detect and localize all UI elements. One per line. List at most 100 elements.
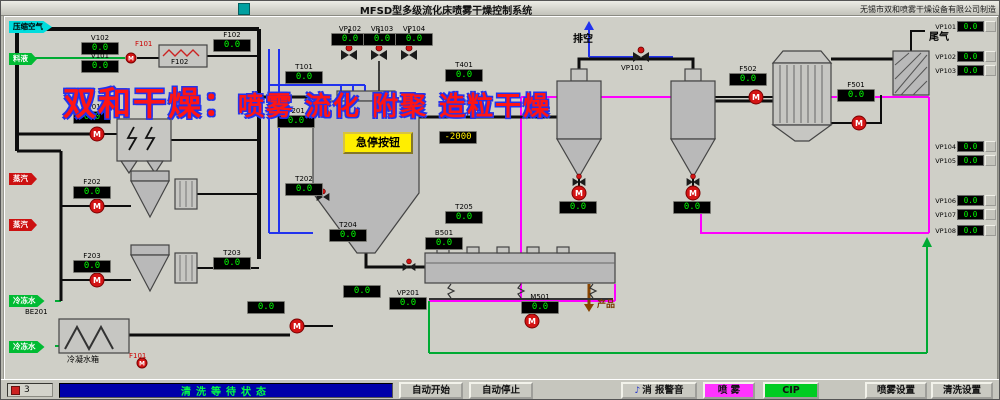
right-gauge-label: VP107 — [935, 210, 956, 219]
right-gauge-button[interactable] — [985, 155, 996, 166]
motor-fan-icon: M — [571, 185, 587, 201]
gauge-value: 0.0 — [673, 201, 711, 214]
gauge-label: VP201 — [396, 289, 420, 297]
svg-text:M: M — [752, 93, 760, 102]
gauge-label: F502 — [739, 65, 757, 73]
svg-text:M: M — [139, 361, 145, 368]
equipment-label: F102 — [171, 58, 189, 66]
motor-fan-icon: M — [851, 115, 867, 131]
svg-text:M: M — [855, 119, 863, 128]
auto-stop-button[interactable]: 自动停止 — [469, 382, 533, 399]
motor-fan-icon: M — [748, 89, 764, 105]
right-gauge-label: VP101 — [935, 22, 956, 31]
motor-fan-icon: M — [89, 198, 105, 214]
valve-icon[interactable] — [401, 44, 417, 60]
gauge-label: T401 — [455, 61, 473, 69]
equipment-label: 冷凝水箱 — [67, 355, 99, 364]
svg-text:M: M — [128, 56, 134, 63]
valve-icon[interactable] — [371, 44, 387, 60]
svg-text:M: M — [93, 276, 101, 285]
right-gauge-label: VP103 — [935, 66, 956, 75]
right-gauge-value: 0.0 — [957, 195, 984, 206]
svg-text:M: M — [293, 322, 301, 331]
right-gauge-value: 0.0 — [957, 225, 984, 236]
right-gauge-button[interactable] — [985, 141, 996, 152]
right-gauge-value: 0.0 — [957, 65, 984, 76]
equipment-label: F101 — [135, 40, 153, 48]
gauge-value: 0.0 — [285, 71, 323, 84]
right-gauge-button[interactable] — [985, 65, 996, 76]
cyclone-separator-2 — [130, 244, 198, 293]
cip-button[interactable]: CIP — [763, 382, 819, 399]
gauge-value: 0.0 — [285, 183, 323, 196]
company-name: 无锡市双和喷雾干燥设备有限公司制造 — [860, 4, 996, 14]
right-gauge-button[interactable] — [985, 21, 996, 32]
right-gauge-button[interactable] — [985, 209, 996, 220]
valve-icon[interactable] — [686, 173, 700, 186]
legend-tag: 冷冻水 — [9, 341, 45, 353]
page-counter: 3 — [7, 383, 53, 397]
gauge-value: 0.0 — [389, 297, 427, 310]
gauge-label: T205 — [455, 203, 473, 211]
app-icon — [238, 3, 250, 15]
window-title: MFSD型多级流化床喷雾干燥控制系统 — [359, 6, 533, 17]
gauge-value: 0.0 — [445, 211, 483, 224]
gauge-label: VP103 — [370, 25, 394, 33]
gauge-label: T201 — [287, 107, 305, 115]
valve-icon[interactable] — [633, 46, 649, 62]
gauge-display: 0.0 — [247, 301, 285, 314]
status-text: 清洗等待状态 — [181, 387, 271, 398]
gauge-display: 0.0 — [559, 201, 597, 214]
gauge-label: F203 — [83, 252, 101, 260]
gauge-display: 0.0 — [343, 285, 381, 298]
alarm-sound-icon: ♪ — [634, 386, 641, 396]
right-gauge-button[interactable] — [985, 51, 996, 62]
gauge-label: V101 — [90, 52, 110, 60]
motor-fan-icon: M — [89, 272, 105, 288]
right-gauge-button[interactable] — [985, 195, 996, 206]
valve-icon[interactable] — [402, 258, 416, 271]
bag-filter — [892, 50, 930, 96]
right-gauge-value: 0.0 — [957, 209, 984, 220]
right-gauge-label: VP102 — [935, 52, 956, 61]
spray-settings-button[interactable]: 喷雾设置 — [865, 382, 927, 399]
svg-text:M: M — [93, 130, 101, 139]
legend-tag: 蒸汽 — [9, 219, 37, 231]
legend-tag: 压缩空气 — [9, 21, 52, 33]
gauge-value: 0.0 — [445, 69, 483, 82]
equipment-label: VP101 — [621, 64, 644, 72]
right-gauge-button[interactable] — [985, 225, 996, 236]
mute-alarm-button[interactable]: ♪消 报警音 — [621, 382, 697, 399]
condenser — [771, 50, 833, 142]
valve-icon[interactable] — [572, 173, 586, 186]
svg-text:M: M — [689, 189, 697, 198]
gauge-value: 0.0 — [213, 39, 251, 52]
valve-icon[interactable] — [341, 44, 357, 60]
clean-settings-button[interactable]: 清洗设置 — [931, 382, 993, 399]
gauge-display: -2000 — [439, 131, 477, 144]
spray-button[interactable]: 喷 雾 — [703, 382, 755, 399]
gauge-value: -2000 — [439, 131, 477, 144]
titlebar: MFSD型多级流化床喷雾干燥控制系统 无锡市双和喷雾干燥设备有限公司制造 — [1, 1, 999, 17]
gauge-label: M501 — [530, 293, 550, 301]
emergency-stop-button[interactable]: 急停按钮 — [343, 132, 413, 154]
auto-start-button[interactable]: 自动开始 — [399, 382, 463, 399]
gauge-value: 0.0 — [81, 42, 119, 55]
right-gauge-value: 0.0 — [957, 51, 984, 62]
svg-text:M: M — [575, 189, 583, 198]
cyclone-separator-1 — [130, 170, 198, 219]
